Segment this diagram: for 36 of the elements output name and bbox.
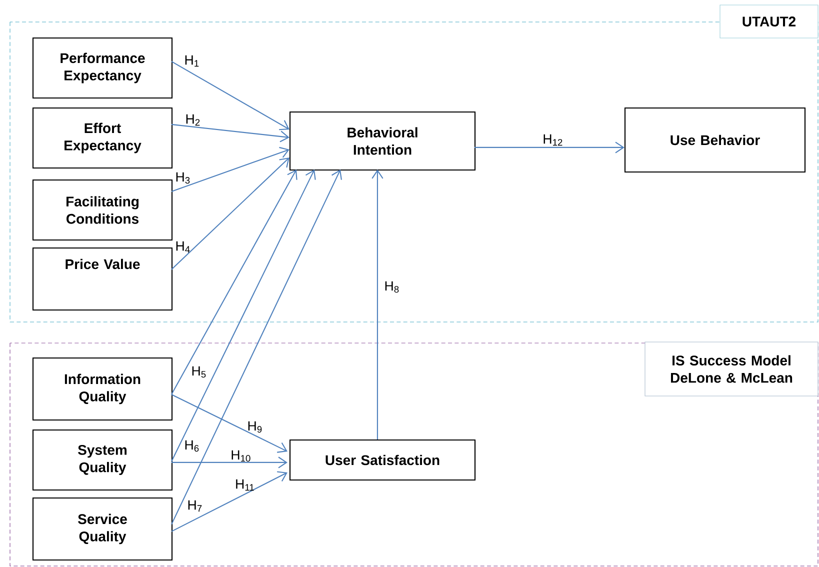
edge-label: H$_{12}$ — [544, 134, 562, 146]
concept-box: Use Behavior — [624, 107, 806, 173]
concept-box: Performance Expectancy — [32, 37, 173, 99]
edge-label: H$_{11}$ — [236, 479, 254, 491]
group-title: IS Success Model DeLone & McLean — [644, 342, 818, 396]
edge-label: H$_{6}$ — [185, 440, 199, 452]
arrow — [171, 169, 298, 395]
arrow — [171, 146, 290, 192]
arrow — [372, 169, 384, 440]
edge-label: H$_{10}$ — [232, 450, 250, 462]
arrow — [171, 471, 288, 532]
arrow — [171, 394, 288, 453]
group-title: UTAUT2 — [720, 4, 818, 38]
edge-label: H$_{9}$ — [248, 421, 262, 433]
edge-label: H$_{2}$ — [186, 114, 200, 126]
edge-label: H$_{4}$ — [176, 241, 190, 253]
edge-label: H$_{3}$ — [176, 172, 190, 184]
concept-box: System Quality — [32, 429, 173, 491]
concept-box: User Satisfaction — [289, 439, 476, 481]
arrow — [171, 456, 288, 468]
concept-box: Service Quality — [32, 497, 173, 561]
edge-label: H$_{7}$ — [188, 500, 202, 512]
concept-box: Effort Expectancy — [32, 107, 173, 169]
arrow — [171, 124, 290, 142]
concept-box: Behavioral Intention — [289, 111, 476, 171]
arrow — [171, 157, 290, 270]
concept-box: Information Quality — [32, 357, 173, 421]
arrow — [171, 61, 290, 130]
edge-label: H$_{1}$ — [185, 55, 199, 67]
arrow — [474, 142, 624, 154]
arrow — [171, 169, 316, 462]
concept-box: Facilitating Conditions — [32, 179, 173, 241]
edge-label: H$_{8}$ — [385, 281, 399, 293]
edge-label: H$_{5}$ — [192, 366, 206, 378]
arrow — [170, 169, 342, 525]
concept-box: Price Value — [32, 247, 173, 311]
